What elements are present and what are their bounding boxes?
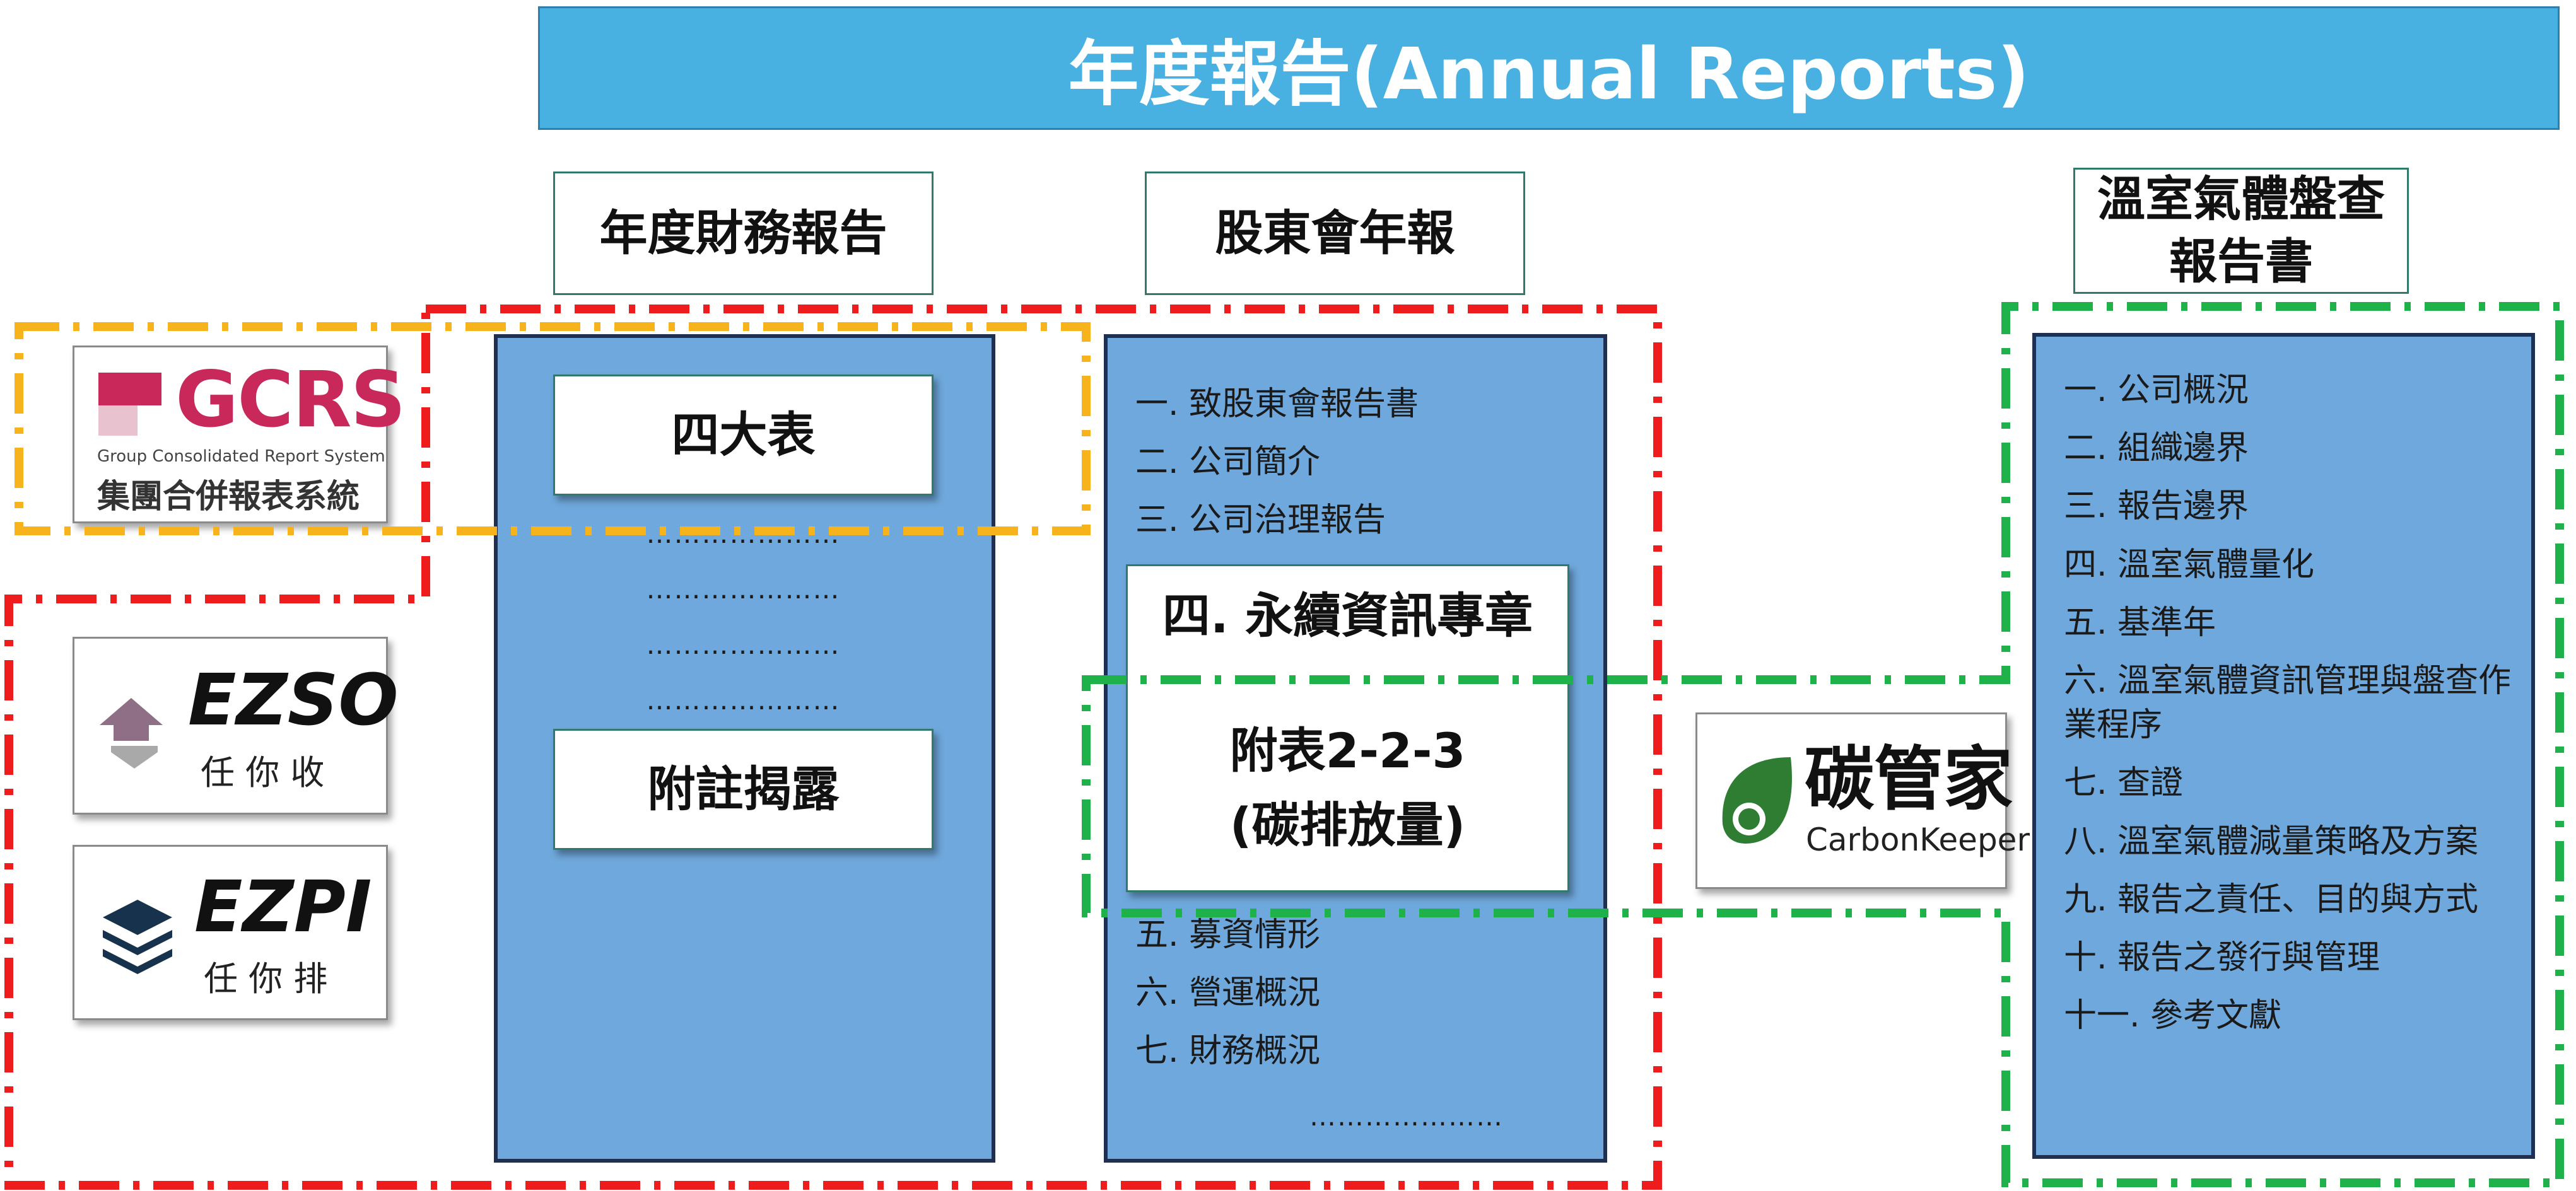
list-item: 七. 查證: [2064, 764, 2184, 803]
dots-shareholders: …………………: [1309, 1101, 1504, 1132]
ezso-subtitle: 任 你 收: [201, 753, 325, 793]
list-item: 五. 募資情形: [1135, 916, 1321, 954]
logo-carbonkeeper: 碳管家 CarbonKeeper: [1695, 712, 2030, 889]
dots-financial-2: …………………: [646, 574, 841, 605]
ezso-name: EZSO: [188, 659, 399, 741]
list-shareholders-bottom: 五. 募資情形 六. 營運概況 七. 財務概況: [1135, 913, 1590, 1088]
appendix-line1: 附表2-2-3: [1229, 722, 1466, 779]
ezpi-name: EZPI: [194, 866, 372, 948]
list-item: 五. 基準年: [2064, 603, 2216, 642]
list-item: 七. 財務概況: [1135, 1032, 1321, 1071]
list-ghg: 一. 公司概況 二. 組織邊界 三. 報告邊界 四. 溫室氣體量化 五. 基準年…: [2064, 368, 2518, 1052]
header-shareholders-report: 股東會年報: [1145, 171, 1525, 295]
ezpi-subtitle: 任 你 排: [204, 959, 328, 999]
carbon-leaf-icon: [1722, 757, 1792, 844]
list-item: 二. 公司簡介: [1135, 443, 1321, 482]
carbonkeeper-name-en: CarbonKeeper: [1806, 822, 2030, 858]
dots-financial-1: …………………: [646, 518, 841, 549]
list-item: 六. 溫室氣體資訊管理與盤查作業程序: [2064, 661, 2512, 745]
list-item: 三. 公司治理報告: [1135, 501, 1386, 540]
logo-ezpi: EZPI 任 你 排: [73, 845, 388, 1020]
list-item: 二. 組織邊界: [2064, 429, 2249, 468]
logo-gcrs: GCRS Group Consolidated Report System 集團…: [73, 346, 406, 523]
gcrs-subtitle-zh: 集團合併報表系統: [97, 478, 360, 516]
list-item: 八. 溫室氣體減量策略及方案: [2064, 822, 2479, 861]
chapter-title: 四. 永續資訊專章: [1162, 588, 1533, 644]
logo-ezso: EZSO 任 你 收: [73, 637, 399, 815]
panel-ghg-report: [2032, 333, 2535, 1159]
red-dashed-outline: [4, 305, 1662, 1190]
list-item: 四. 溫室氣體量化: [2064, 545, 2315, 584]
header-ghg-report: 溫室氣體盤查 報告書: [2073, 168, 2409, 294]
list-shareholders-top: 一. 致股東會報告書 二. 公司簡介 三. 公司治理報告: [1135, 382, 1590, 557]
dots-financial-4: …………………: [646, 685, 841, 716]
list-item: 六. 營運概況: [1135, 974, 1321, 1013]
gcrs-name: GCRS: [175, 361, 406, 438]
header-ghg-line2: 報告書: [2169, 233, 2313, 289]
box-sustainability-chapter: 四. 永續資訊專章 附表2-2-3 (碳排放量): [1126, 564, 1569, 892]
list-item: 一. 公司概況: [2064, 371, 2249, 409]
dots-financial-3: …………………: [646, 629, 841, 660]
title-banner: 年度報告(Annual Reports): [538, 6, 2560, 130]
gcrs-name-text: GCRS: [175, 355, 406, 444]
gcrs-subtitle-en: Group Consolidated Report System: [97, 447, 385, 466]
gcrs-mark-icon: [98, 373, 161, 436]
list-item: 九. 報告之責任、目的與方式: [2064, 880, 2479, 919]
list-item: 十. 報告之發行與管理: [2064, 938, 2380, 977]
list-item: 三. 報告邊界: [2064, 487, 2249, 526]
box-notes-disclosure: 附註揭露: [553, 729, 934, 850]
ezso-house-icon: [100, 698, 163, 769]
yellow-dashed-outline: [15, 322, 1091, 535]
appendix-line2: (碳排放量): [1229, 796, 1466, 853]
box-four-statements: 四大表: [553, 375, 934, 496]
list-item: 一. 致股東會報告書: [1135, 385, 1419, 423]
green-dashed-outline: [1082, 302, 2564, 1187]
carbonkeeper-name-zh: 碳管家: [1805, 739, 2013, 820]
header-ghg-line1: 溫室氣體盤查: [2097, 171, 2385, 228]
ezpi-layers-icon: [103, 900, 172, 974]
list-item: 十一. 參考文獻: [2064, 997, 2282, 1035]
header-financial-report: 年度財務報告: [553, 171, 934, 295]
